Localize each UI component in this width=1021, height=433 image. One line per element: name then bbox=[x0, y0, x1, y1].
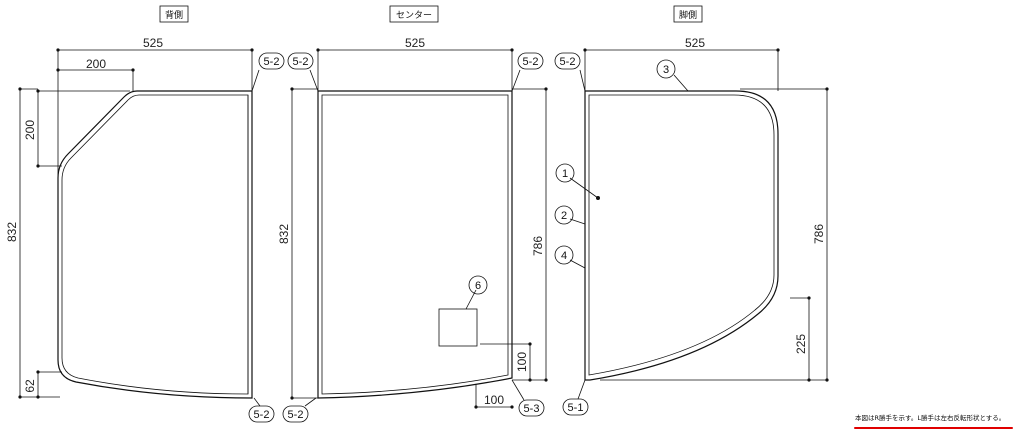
callout-1: 1 bbox=[555, 163, 575, 183]
dim-back-height: 832 bbox=[5, 222, 19, 242]
svg-text:5-2: 5-2 bbox=[264, 56, 280, 68]
title-foot: 脚側 bbox=[673, 5, 703, 23]
tag-foot-top-5-2: 5-2 bbox=[554, 52, 581, 70]
title-foot-label: 脚側 bbox=[679, 9, 697, 21]
tag-center-bottom-5-2: 5-2 bbox=[282, 405, 309, 423]
svg-text:5-3: 5-3 bbox=[524, 403, 540, 415]
panel-foot-outline bbox=[584, 90, 779, 381]
tag-back-top-5-2: 5-2 bbox=[258, 52, 285, 70]
svg-text:5-2: 5-2 bbox=[254, 409, 270, 421]
callout-4: 4 bbox=[554, 245, 574, 265]
panel-back: 525 200 200 832 62 5-2 5-2 bbox=[5, 36, 285, 423]
svg-text:2: 2 bbox=[561, 210, 567, 222]
dim-back-bottom-offset: 62 bbox=[23, 379, 37, 393]
callout-3: 3 bbox=[656, 59, 676, 79]
dim-center-inner-height: 786 bbox=[531, 236, 545, 256]
panel-foot: 525 786 225 1 2 4 3 bbox=[554, 36, 829, 416]
title-center: センター bbox=[389, 5, 439, 23]
dim-center-box-height: 100 bbox=[515, 352, 529, 372]
tag-center-bottom-5-3: 5-3 bbox=[518, 399, 545, 417]
svg-text:5-1: 5-1 bbox=[568, 402, 584, 414]
tag-back-bottom-5-2: 5-2 bbox=[248, 405, 275, 423]
title-back: 背側 bbox=[159, 5, 189, 23]
panel-center-outline bbox=[317, 90, 513, 399]
svg-text:3: 3 bbox=[663, 64, 669, 76]
dim-back-corner-width: 200 bbox=[86, 57, 106, 71]
svg-text:5-2: 5-2 bbox=[288, 409, 304, 421]
tag-foot-bottom-5-1: 5-1 bbox=[562, 398, 589, 416]
dim-back-corner-height: 200 bbox=[23, 120, 37, 140]
svg-text:5-2: 5-2 bbox=[560, 56, 576, 68]
dim-foot-width: 525 bbox=[685, 36, 705, 50]
panel-center: 525 832 786 6 100 100 bbox=[277, 36, 548, 423]
note-text: 本図はR勝手を示す。L勝手は左右反転形状とする。 bbox=[855, 413, 1005, 422]
tag-center-top-right-5-2: 5-2 bbox=[517, 52, 544, 70]
dim-foot-height: 786 bbox=[812, 224, 826, 244]
dim-center-height: 832 bbox=[277, 224, 291, 244]
dim-center-width: 525 bbox=[405, 36, 425, 50]
dim-foot-corner-height: 225 bbox=[794, 334, 808, 354]
panel-back-inner bbox=[61, 94, 249, 395]
dim-back-width: 525 bbox=[143, 36, 163, 50]
title-back-label: 背側 bbox=[165, 9, 183, 21]
svg-text:4: 4 bbox=[561, 250, 567, 262]
callout-6: 6 bbox=[468, 275, 488, 295]
callout-2: 2 bbox=[554, 205, 574, 225]
panel-foot-inner bbox=[588, 94, 775, 376]
panel-center-inner bbox=[321, 94, 509, 395]
drawing-note: 本図はR勝手を示す。L勝手は左右反転形状とする。 bbox=[854, 413, 1013, 429]
panel-back-outline bbox=[57, 90, 253, 399]
dim-center-box-width: 100 bbox=[484, 393, 504, 407]
svg-text:6: 6 bbox=[475, 280, 481, 292]
svg-text:5-2: 5-2 bbox=[523, 56, 539, 68]
svg-text:1: 1 bbox=[562, 168, 568, 180]
svg-text:5-2: 5-2 bbox=[293, 56, 309, 68]
title-center-label: センター bbox=[396, 10, 432, 21]
fitting-box-6 bbox=[438, 308, 478, 347]
tag-center-top-left-5-2: 5-2 bbox=[287, 52, 314, 70]
